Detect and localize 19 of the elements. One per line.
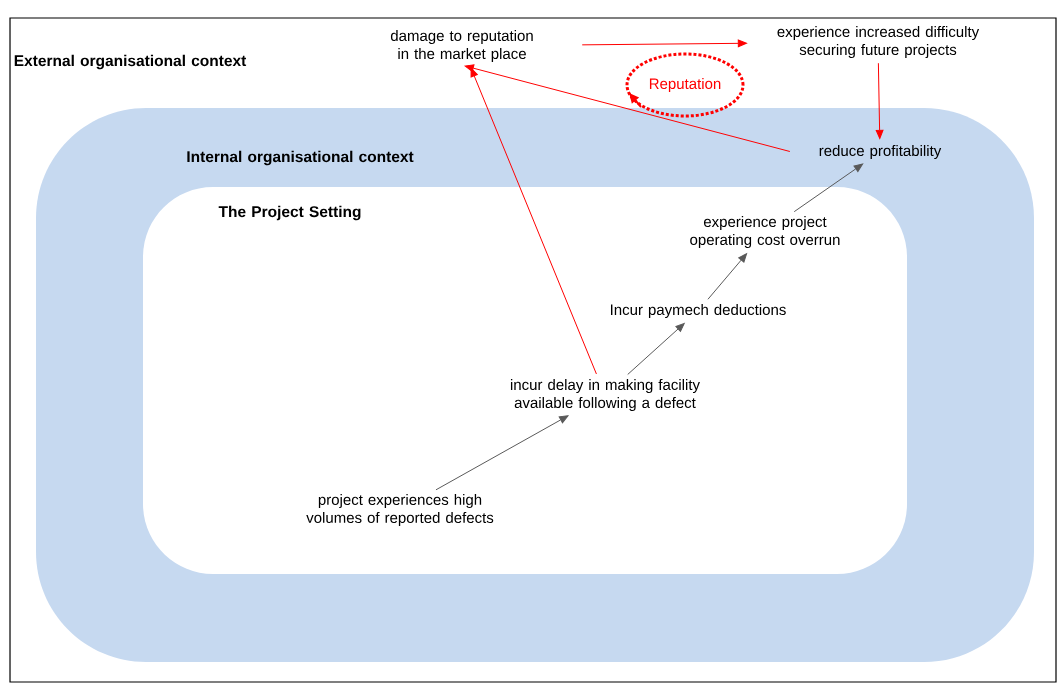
arrow [581,39,747,48]
setting-panel [143,187,907,574]
arrow [627,322,685,375]
node-text: experience increased difficulty securing future projects [777,26,980,58]
node-text: damage to reputation in the market place [390,30,533,62]
arrow [793,163,864,213]
node-text: reduce profitability [819,145,942,159]
heading: External organisational context [14,54,247,70]
arrow [435,415,569,491]
node-text: experience project operating cost overrun [690,216,840,248]
node-text: Incur paymech deductions [611,304,786,318]
arrow [470,67,597,375]
arrow [875,62,884,139]
heading: Internal organisational context [187,150,414,166]
node-text: project experiences high volumes of reported defects [306,494,494,526]
arrow [464,64,791,152]
node-text: incur delay in making facility available following a defect [510,379,700,411]
arrow [707,253,748,300]
heading: The Project Setting [218,205,361,221]
